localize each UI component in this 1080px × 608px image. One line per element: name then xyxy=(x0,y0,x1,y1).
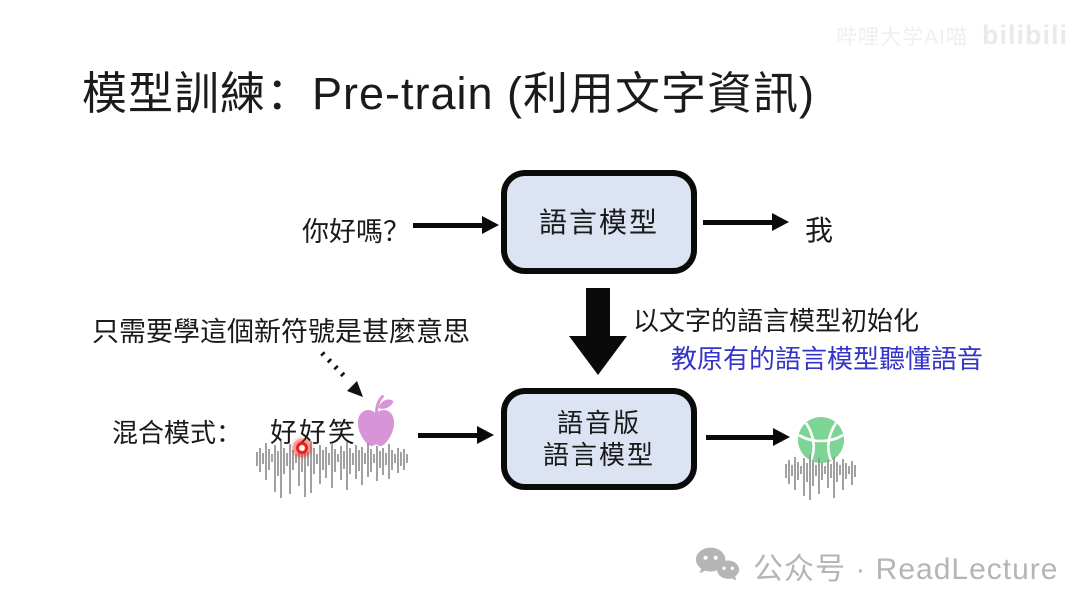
dashed-arrow-icon xyxy=(320,351,363,397)
arrow-head-icon xyxy=(477,426,494,444)
laser-pointer-dot xyxy=(289,435,315,461)
wechat-icon xyxy=(695,547,740,581)
arrow-input-to-text-model xyxy=(413,216,499,234)
basketball-icon xyxy=(798,417,844,463)
text-model-input: 你好嗎？ xyxy=(302,217,410,247)
text-language-model-box: 語言模型 xyxy=(501,170,697,274)
arrow-speech-model-to-output xyxy=(706,428,790,446)
arrow-shaft xyxy=(413,222,482,228)
arrow-shaft xyxy=(706,434,773,440)
readlecture-label: 公众号 · ReadLecture xyxy=(753,553,1059,586)
audio-waveform-icon xyxy=(256,441,408,498)
arrow-head-icon xyxy=(482,216,499,234)
speech-model-label-line1: 語音版 xyxy=(556,407,641,438)
bilibili-watermark: 哔哩大学AI喵 bilibili xyxy=(836,20,1068,51)
init-note: 以文字的語言模型初始化 xyxy=(633,306,920,336)
arrow-shaft xyxy=(703,219,772,225)
teach-note: 教原有的語言模型聽懂語音 xyxy=(671,344,984,374)
speech-model-label-line2: 語言模型 xyxy=(542,440,655,470)
arrow-head-icon xyxy=(773,428,790,446)
new-symbol-annotation: 只需要學這個新符號是甚麼意思 xyxy=(92,317,470,347)
bilibili-username: 哔哩大学AI喵 xyxy=(836,25,968,49)
arrow-head-icon xyxy=(772,213,789,231)
apple-icon xyxy=(357,395,395,446)
bilibili-logo: bilibili xyxy=(982,20,1068,50)
arrow-text-model-to-output xyxy=(703,213,789,231)
speech-language-model-box: 語音版 語言模型 xyxy=(501,388,697,490)
arrow-shaft xyxy=(418,432,477,438)
text-model-output: 我 xyxy=(805,215,834,246)
mixed-mode-label: 混合模式： xyxy=(112,418,243,448)
audio-waveform-icon xyxy=(785,455,856,500)
slide-title: 模型訓練：Pre-train (利用文字資訊) xyxy=(82,68,816,119)
big-down-arrow-icon xyxy=(569,288,627,375)
arrow-mixed-to-speech-model xyxy=(418,426,494,444)
text-language-model-label: 語言模型 xyxy=(538,206,659,238)
readlecture-watermark: 公众号 · ReadLecture xyxy=(695,544,1058,588)
